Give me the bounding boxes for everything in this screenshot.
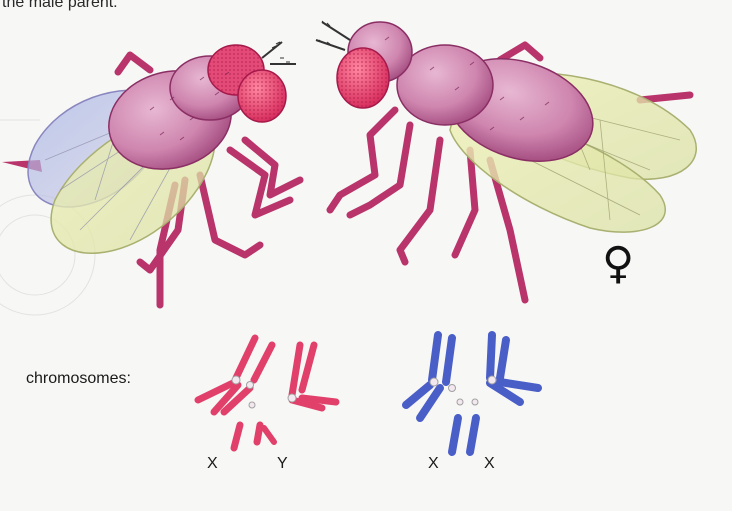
female-symbol: ♀ xyxy=(602,238,634,289)
male-bristles xyxy=(149,71,230,141)
male-y-label: Y xyxy=(277,455,288,472)
male-fly xyxy=(2,41,304,309)
female-fly xyxy=(315,20,697,304)
male-chromosome-pair-2 xyxy=(288,341,340,412)
female-legs xyxy=(326,41,694,304)
female-x1-label: X xyxy=(428,455,439,472)
female-chromosomes xyxy=(402,331,542,456)
female-bristles xyxy=(384,36,550,131)
male-x-label: X xyxy=(207,455,218,472)
chromosomes-label: chromosomes: xyxy=(26,370,131,387)
female-centromeres xyxy=(429,375,497,406)
male-antennae xyxy=(261,41,296,65)
male-chromosome-pair-1 xyxy=(194,334,276,416)
female-x2-label: X xyxy=(484,455,495,472)
female-antennae xyxy=(315,20,351,51)
male-x-chromosome xyxy=(230,421,244,452)
male-y-chromosome xyxy=(253,421,277,446)
female-thorax xyxy=(396,44,494,126)
female-chromosome-pair-2 xyxy=(486,331,542,406)
male-centromeres xyxy=(231,375,297,409)
male-eye-texture xyxy=(238,70,286,122)
female-x-chromosomes xyxy=(448,414,480,456)
background-texture xyxy=(0,119,96,316)
female-chromosome-pair-1 xyxy=(402,331,456,422)
male-chromosomes xyxy=(194,334,340,452)
caption-text: the male parent. xyxy=(2,0,118,11)
female-eye-texture xyxy=(337,48,389,108)
